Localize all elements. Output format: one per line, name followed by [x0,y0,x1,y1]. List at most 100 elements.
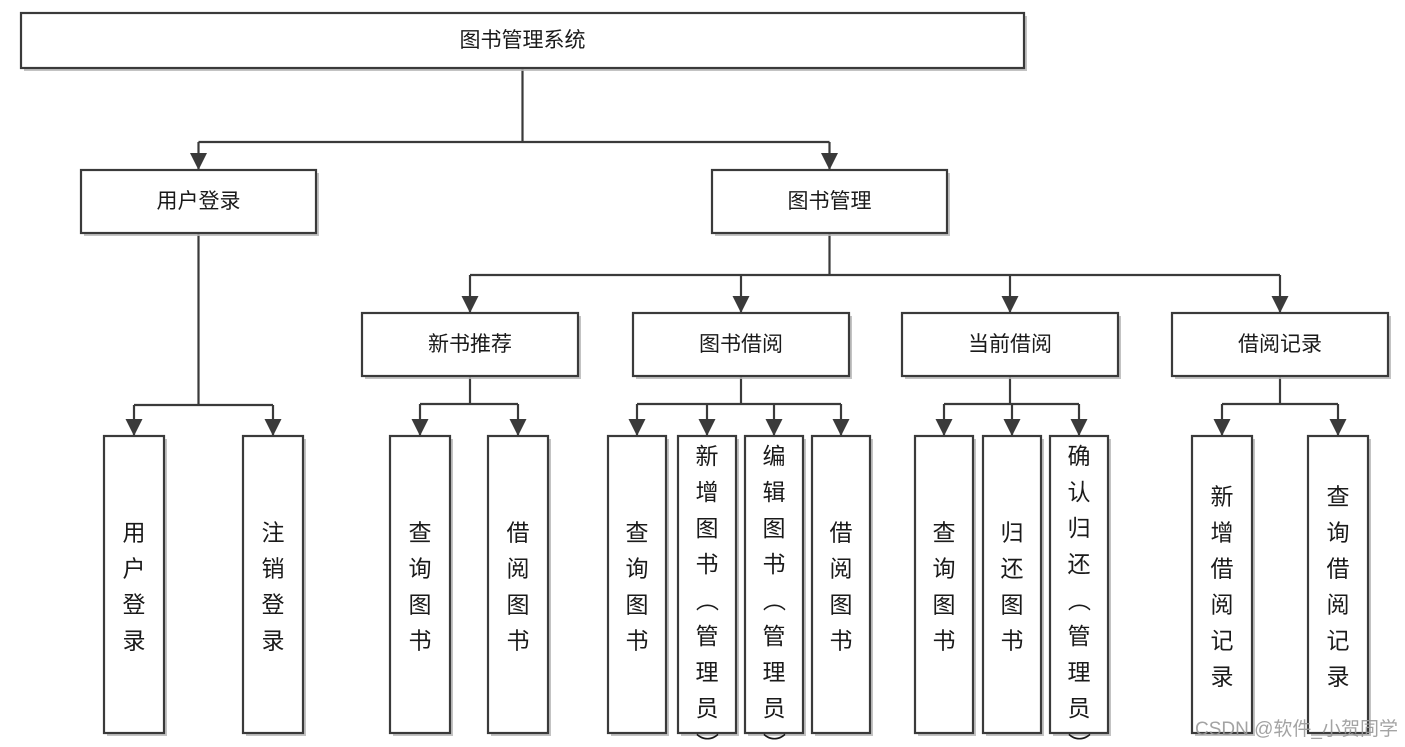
node-label-char: 管 [763,623,786,649]
node-label-char: 书 [626,628,649,654]
arrow-head-icon [1213,419,1231,436]
arrow-head-icon [821,153,838,170]
node-label-char: 询 [626,556,649,582]
node-box[interactable] [981,434,1043,735]
arrow-head-icon [1070,419,1088,436]
node-label-char: 书 [696,551,719,577]
node-label-char: （ [1066,589,1092,612]
node-label-char: 书 [763,551,786,577]
node-leaf-user-login[interactable]: 用户登录 [102,434,167,736]
node-label-char: ） [761,733,787,747]
arrow-head-icon [190,153,207,170]
node-box[interactable] [1306,434,1370,735]
node-box[interactable] [1170,311,1390,378]
node-box[interactable] [241,434,305,735]
node-box[interactable] [19,11,1026,70]
node-label-char: ） [694,733,720,747]
node-label-char: 阅 [830,556,853,582]
edge-group-borrow-record [1213,376,1347,436]
node-box[interactable] [900,311,1120,378]
arrow-head-icon [765,419,783,436]
node-user-login[interactable]: 用户登录 [79,168,319,236]
arrow-head-icon [509,419,527,436]
node-book-borrow[interactable]: 图书借阅 [631,311,852,379]
node-box[interactable] [913,434,975,735]
arrow-head-icon [411,419,429,436]
node-label-char: 借 [507,520,530,546]
node-new-book-recommend[interactable]: 新书推荐 [360,311,581,379]
node-label-char: 登 [262,592,285,618]
node-box[interactable] [102,434,166,735]
node-box[interactable] [360,311,580,378]
node-box[interactable] [1190,434,1254,735]
csdn-watermark: CSDN @软件_小贺同学 [1195,718,1398,740]
node-label-char: 归 [1001,520,1024,546]
node-label-char: 理 [696,659,719,685]
node-label-char: 录 [123,628,146,654]
node-box[interactable] [606,434,668,735]
node-label-char: 还 [1068,551,1091,577]
node-label-char: 增 [696,479,719,505]
node-box[interactable] [676,434,738,735]
node-label-char: 书 [933,628,956,654]
arrow-head-icon [1001,296,1019,313]
node-book-manage[interactable]: 图书管理 [710,168,950,236]
node-label-char: 录 [1211,664,1234,690]
node-box[interactable] [810,434,872,735]
node-label-char: 确 [1068,443,1091,469]
arrow-head-icon [461,296,479,313]
node-label-char: 查 [1327,484,1350,510]
edge-group-user-login [125,233,282,436]
node-box[interactable] [743,434,805,735]
arrow-head-icon [264,419,282,436]
node-box[interactable] [631,311,851,378]
node-current-borrow[interactable]: 当前借阅 [900,311,1121,379]
node-label: 新书推荐 [428,333,512,356]
node-borrow-record[interactable]: 借阅记录 [1170,311,1391,379]
node-box[interactable] [486,434,550,735]
node-label-char: 书 [1001,628,1024,654]
node-box[interactable] [1048,434,1110,735]
node-box[interactable] [388,434,452,735]
node-label-char: 查 [933,520,956,546]
node-label-char: 新 [696,443,719,469]
node-label-char: 归 [1068,515,1091,541]
node-box[interactable] [710,168,949,235]
arrow-head-icon [125,419,143,436]
arrow-head-icon [1271,296,1289,313]
edge-group-book-manage [461,233,1289,313]
node-root[interactable]: 图书管理系统 [19,11,1027,71]
node-label-char: 图 [696,515,719,541]
node-label: 当前借阅 [968,333,1052,356]
node-label-char: 书 [409,628,432,654]
node-label-char: 理 [1068,659,1091,685]
node-box[interactable] [79,168,318,235]
node-label-char: 记 [1211,628,1234,654]
node-label-char: 辑 [763,479,786,505]
node-label-char: 书 [830,628,853,654]
node-label-char: 认 [1068,479,1091,505]
arrow-head-icon [935,419,953,436]
node-label-char: 询 [933,556,956,582]
node-label: 图书管理系统 [460,29,586,52]
edge-group-current-borrow [935,376,1088,436]
